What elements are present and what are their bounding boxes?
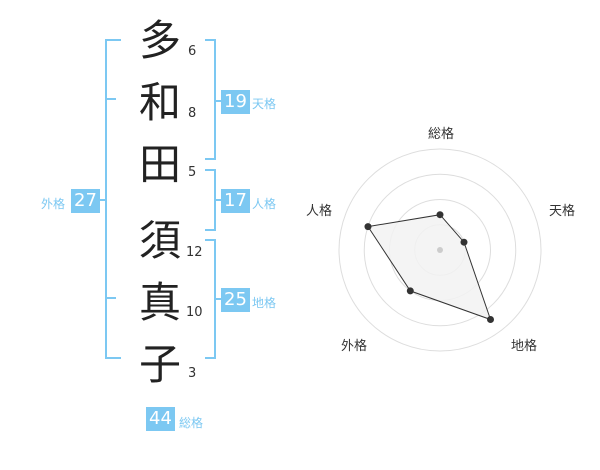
radar-center-dot [437,247,443,253]
stroke-count-1: 6 [188,44,197,59]
gaikaku-label: 外格 [41,197,66,211]
radar-point-1 [436,211,444,219]
tenkaku-label: 天格 [252,97,277,111]
stroke-count-4: 12 [186,245,203,260]
chikaku-value: 25 [221,288,250,312]
radar-point-3 [487,316,494,323]
chikaku-label: 地格 [252,296,277,310]
radar-axis-label-soukaku: 総格 [428,127,455,142]
radar-axis-label-gaikaku: 外格 [341,339,368,354]
tenkaku-bracket [205,39,216,160]
name-char-4: 須 [138,216,181,265]
stroke-count-6: 3 [188,366,197,381]
name-char-3: 田 [138,140,181,189]
radar-ring-4 [338,148,542,352]
stroke-count-3: 5 [188,165,197,180]
radar-axis-label-chikaku: 地格 [511,339,538,354]
radar-point-2 [460,238,468,246]
name-char-6: 子 [138,340,181,389]
jinkaku-label: 人格 [252,197,277,211]
jinkaku-value: 17 [221,189,250,213]
stroke-count-2: 8 [188,106,197,121]
tenkaku-value: 19 [221,90,250,114]
stroke-count-5: 10 [186,305,203,320]
gaikaku-value: 27 [71,189,100,213]
name-char-5: 真 [138,278,181,327]
radar-axis-label-jinkaku: 人格 [306,204,333,219]
soukaku-label: 総格 [179,416,204,430]
soukaku-value: 44 [146,407,175,431]
radar-point-4 [406,287,414,295]
name-char-1: 多 [138,16,181,65]
radar-axis-label-tenkaku: 天格 [549,204,576,219]
name-char-2: 和 [138,78,181,127]
radar-point-5 [364,223,372,231]
radar-polygon [367,214,492,321]
radar-ring-3 [363,173,517,327]
